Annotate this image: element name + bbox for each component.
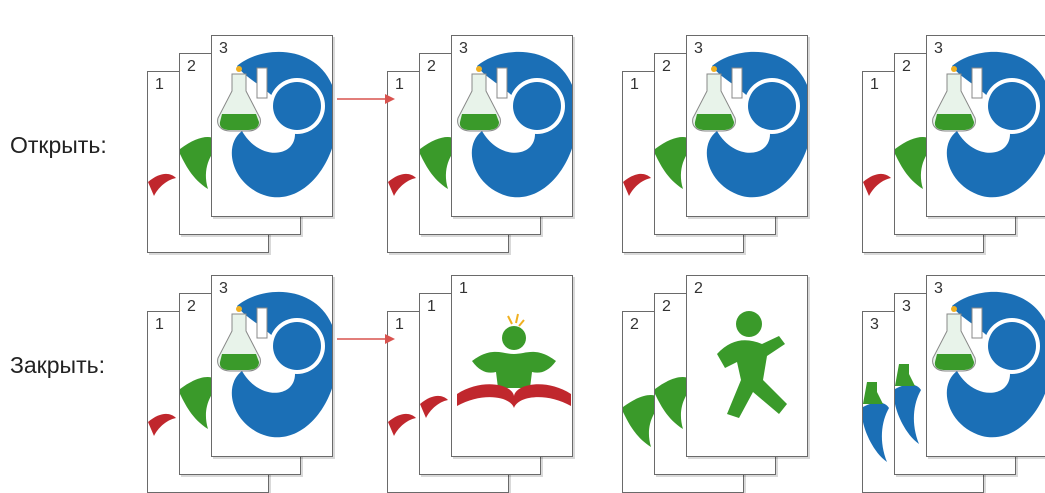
page-sheet: 3 — [686, 35, 808, 217]
page-number: 1 — [395, 316, 404, 334]
page-number: 1 — [870, 76, 879, 94]
page-number: 3 — [934, 280, 943, 298]
flow-arrow — [337, 93, 397, 105]
page-number: 2 — [902, 58, 911, 76]
page-number: 3 — [219, 40, 228, 58]
page-number: 1 — [427, 298, 436, 316]
page-number: 2 — [187, 58, 196, 76]
page-sheet: 3 — [211, 35, 333, 217]
page-sheet: 3 — [211, 275, 333, 457]
page-number: 3 — [870, 316, 879, 334]
page-sheet: 3 — [451, 35, 573, 217]
page-number: 3 — [902, 298, 911, 316]
flow-arrow — [337, 333, 397, 345]
page-number: 2 — [662, 298, 671, 316]
page-number: 2 — [630, 316, 639, 334]
page-number: 1 — [630, 76, 639, 94]
page-number: 1 — [155, 316, 164, 334]
page-number: 3 — [694, 40, 703, 58]
page-number: 2 — [694, 280, 703, 298]
page-artwork — [212, 276, 332, 456]
page-artwork — [927, 276, 1045, 456]
page-number: 2 — [187, 298, 196, 316]
row-label-open: Открыть: — [10, 132, 107, 159]
page-artwork — [687, 276, 807, 456]
page-artwork — [927, 36, 1045, 216]
page-number: 1 — [459, 280, 468, 298]
page-artwork — [452, 276, 572, 456]
page-artwork — [212, 36, 332, 216]
page-sheet: 2 — [686, 275, 808, 457]
page-number: 3 — [459, 40, 468, 58]
page-sheet: 3 — [926, 35, 1045, 217]
page-number: 3 — [219, 280, 228, 298]
row-label-close: Закрыть: — [10, 352, 105, 379]
page-sheet: 3 — [926, 275, 1045, 457]
page-number: 1 — [395, 76, 404, 94]
page-sheet: 1 — [451, 275, 573, 457]
page-number: 2 — [427, 58, 436, 76]
page-number: 3 — [934, 40, 943, 58]
page-artwork — [687, 36, 807, 216]
page-number: 2 — [662, 58, 671, 76]
page-artwork — [452, 36, 572, 216]
page-number: 1 — [155, 76, 164, 94]
